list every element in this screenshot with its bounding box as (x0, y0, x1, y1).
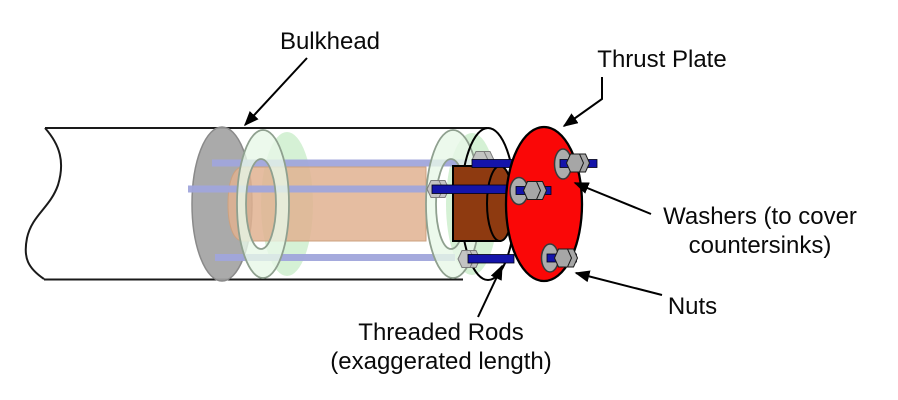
threaded-rods-label: Threaded Rods (exaggerated length) (330, 319, 552, 375)
nuts-label: Nuts (667, 293, 718, 320)
threaded-rod-middle-inner (188, 185, 434, 193)
nut-icon (522, 181, 542, 200)
nuts-arrow (574, 270, 663, 296)
motor-tube (227, 166, 427, 242)
threaded-rod-top-inner (212, 159, 470, 167)
threaded-rod-top-outer (471, 159, 513, 168)
nut-icon (565, 153, 585, 173)
threaded-rod-bottom-outer (467, 254, 515, 264)
body-tube (24, 127, 487, 281)
threaded-rods-arrow (477, 264, 503, 318)
threaded-rod-middle-outer (431, 184, 515, 194)
nut-icon (553, 248, 573, 268)
body-tube-break-line (24, 127, 63, 280)
washers-arrow (573, 182, 652, 215)
thrust-plate-arrow (562, 77, 603, 127)
thrust-plate-nuts (522, 153, 591, 268)
motor-tube-aft-section (452, 165, 514, 242)
threaded-rod-bottom-inner (215, 254, 455, 261)
bulkhead-label: Bulkhead (279, 28, 381, 55)
thrust-plate-label: Thrust Plate (597, 46, 727, 73)
bulkhead-arrow (243, 57, 308, 127)
callout-arrows (243, 57, 663, 318)
forward-centering-ring (236, 129, 290, 279)
washers-label: Washers (to cover countersinks) (663, 203, 857, 259)
